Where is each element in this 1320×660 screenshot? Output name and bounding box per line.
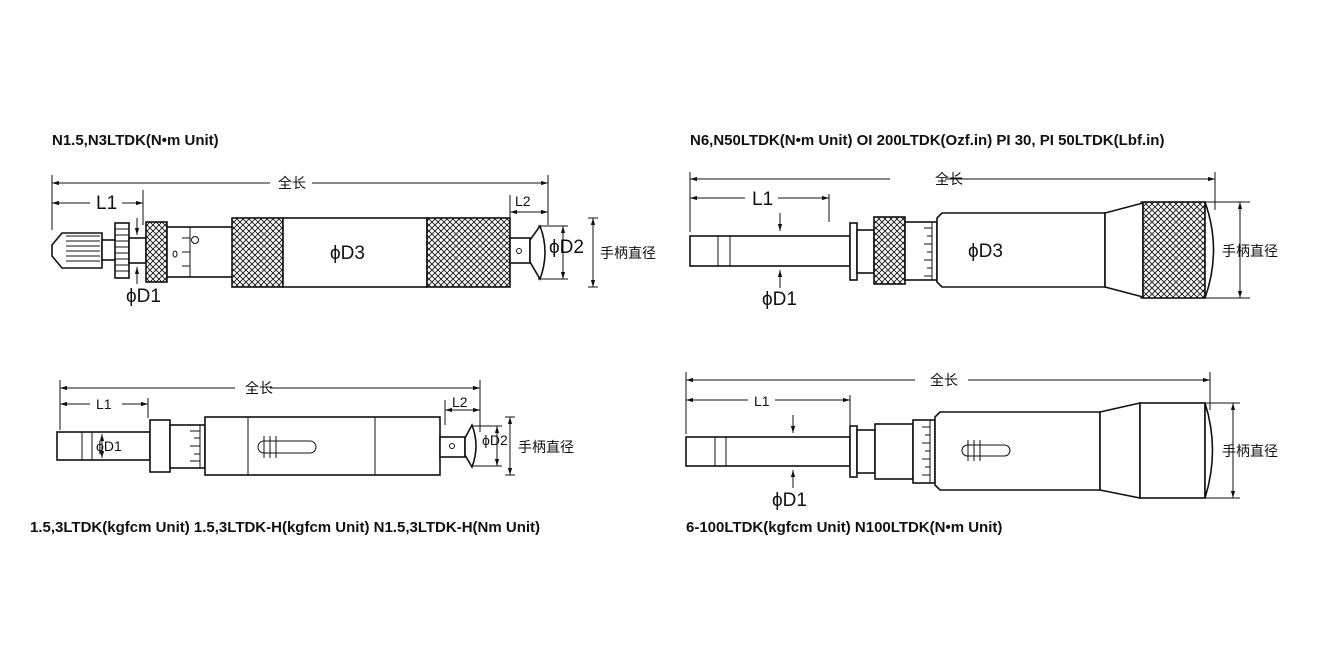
dimension-lines — [685, 372, 1240, 499]
tool-body — [689, 201, 1215, 299]
d3-label: ϕD3 — [330, 243, 365, 264]
diagram-caption: 6-100LTDK(kgfcm Unit) N100LTDK(N•m Unit) — [686, 519, 1002, 536]
tool-body — [685, 402, 1214, 499]
d1-label: ϕD1 — [126, 286, 161, 307]
diagram-title: N6,N50LTDK(N•m Unit) OI 200LTDK(Ozf.in) … — [690, 132, 1164, 149]
diagram-1-5-3-ltdk: 全长 L1 L2 ϕD1 ϕD2 手柄直径 1.5,3LTDK(kgfcm Un… — [30, 380, 574, 536]
d2-label: ϕD2 — [549, 237, 584, 258]
diagram-n6-n50-ltdk: N6,N50LTDK(N•m Unit) OI 200LTDK(Ozf.in) … — [689, 132, 1278, 310]
tool-body — [56, 416, 477, 476]
l2-label: L2 — [515, 193, 531, 209]
l1-label: L1 — [754, 393, 770, 409]
diagram-title: N1.5,N3LTDK(N•m Unit) — [52, 132, 219, 149]
diagram-6-100-ltdk: 全长 L1 ϕD1 手柄直径 6-100LTDK(kgfcm Unit) N10… — [685, 372, 1278, 536]
d1-label: ϕD1 — [96, 438, 122, 454]
handle-diameter-label: 手柄直径 — [600, 245, 656, 261]
overall-length-label: 全长 — [935, 171, 963, 187]
handle-diameter-label: 手柄直径 — [518, 439, 574, 455]
d1-label: ϕD1 — [762, 289, 797, 310]
l1-label: L1 — [752, 189, 773, 210]
l2-label: L2 — [452, 394, 468, 410]
d1-label: ϕD1 — [772, 490, 807, 511]
handle-diameter-label: 手柄直径 — [1222, 243, 1278, 259]
tool-body — [51, 217, 546, 288]
diagram-caption: 1.5,3LTDK(kgfcm Unit) 1.5,3LTDK-H(kgfcm … — [30, 519, 540, 536]
overall-length-label: 全长 — [278, 175, 306, 191]
diagram-n1-5-n3-ltdk: N1.5,N3LTDK(N•m Unit) 全长 L1 L2 — [51, 132, 656, 307]
d2-label: ϕD2 — [482, 432, 508, 448]
l1-label: L1 — [96, 396, 112, 412]
dimension-lines — [59, 380, 515, 476]
l1-label: L1 — [96, 193, 117, 214]
handle-diameter-label: 手柄直径 — [1222, 443, 1278, 459]
overall-length-label: 全长 — [930, 372, 958, 388]
d3-label: ϕD3 — [968, 241, 1003, 262]
overall-length-label: 全长 — [245, 380, 273, 396]
